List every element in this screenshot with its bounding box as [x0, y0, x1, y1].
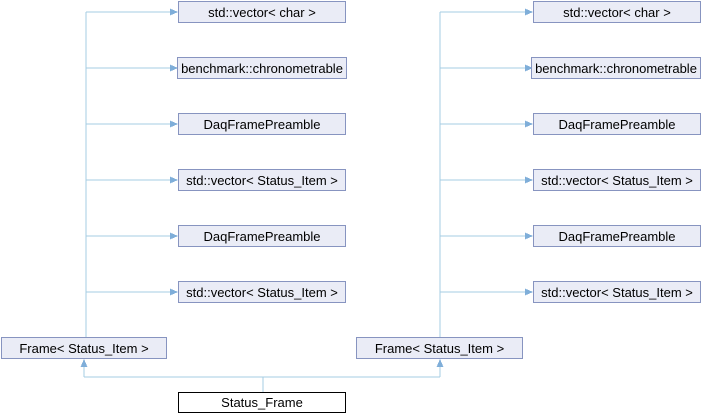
node-benchmark-chronometrable-left[interactable]: benchmark::chronometrable [177, 57, 347, 79]
node-frame-status-item-right[interactable]: Frame< Status_Item > [356, 337, 523, 359]
node-benchmark-chronometrable-right[interactable]: benchmark::chronometrable [531, 57, 701, 79]
node-std-vector-status-item-left-1[interactable]: std::vector< Status_Item > [178, 169, 346, 191]
node-daqframepreamble-left-1[interactable]: DaqFramePreamble [178, 113, 346, 135]
node-std-vector-status-item-right-1[interactable]: std::vector< Status_Item > [533, 169, 701, 191]
node-daqframepreamble-right-1[interactable]: DaqFramePreamble [533, 113, 701, 135]
node-daqframepreamble-right-2[interactable]: DaqFramePreamble [533, 225, 701, 247]
left-member-edges [85, 8, 178, 337]
node-status-frame-root: Status_Frame [178, 392, 346, 413]
node-daqframepreamble-left-2[interactable]: DaqFramePreamble [178, 225, 346, 247]
node-std-vector-status-item-left-2[interactable]: std::vector< Status_Item > [178, 281, 346, 303]
inheritance-edges [80, 359, 444, 392]
node-std-vector-char-right[interactable]: std::vector< char > [533, 1, 701, 23]
node-std-vector-status-item-right-2[interactable]: std::vector< Status_Item > [533, 281, 701, 303]
right-member-edges [439, 8, 533, 337]
node-std-vector-char-left[interactable]: std::vector< char > [178, 1, 346, 23]
node-frame-status-item-left[interactable]: Frame< Status_Item > [1, 337, 167, 359]
